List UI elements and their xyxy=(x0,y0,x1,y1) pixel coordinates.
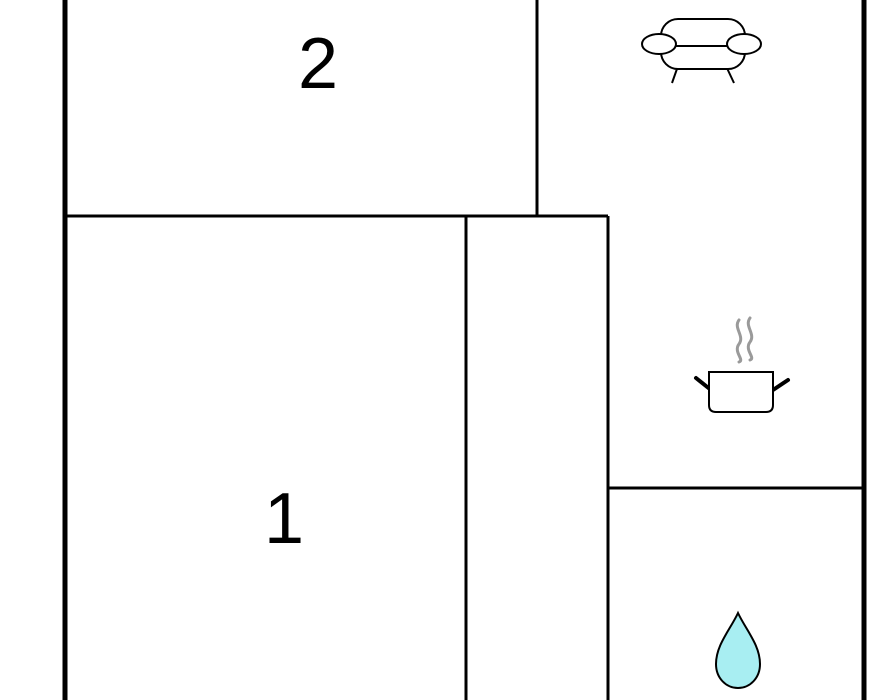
cooking-pot-icon xyxy=(694,316,790,413)
sofa-icon xyxy=(641,18,762,84)
room-number-2: 2 xyxy=(298,24,338,104)
water-drop-icon xyxy=(714,610,762,690)
room-number-1: 1 xyxy=(264,479,304,559)
